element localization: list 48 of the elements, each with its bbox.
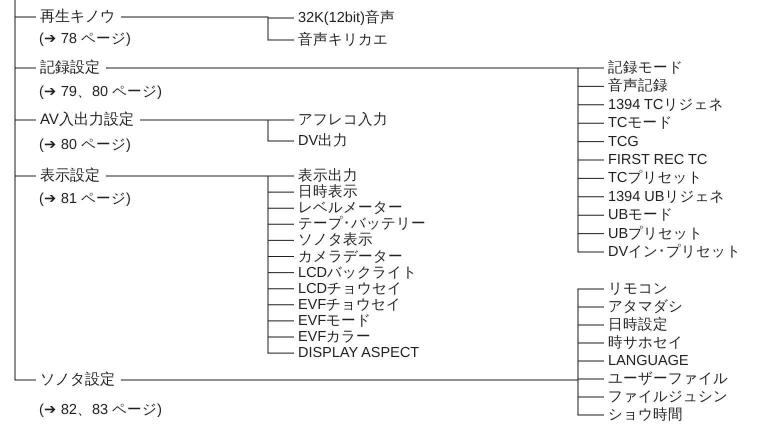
menu-item: カメラデーター — [298, 248, 403, 266]
menu-item: 32K(12bit)音声 — [298, 9, 395, 27]
menu-item: FIRST REC TC — [608, 151, 708, 169]
menu-heading: ソノタ設定 — [40, 371, 115, 389]
page-reference: (➔ 81 ページ) — [39, 190, 131, 208]
menu-item: DISPLAY ASPECT — [298, 344, 420, 362]
menu-item: EVFカラー — [298, 328, 372, 346]
menu-heading: 記録設定 — [40, 59, 100, 77]
tree-line — [120, 380, 604, 416]
page-reference: (➔ 80 ページ) — [39, 136, 131, 154]
menu-item: 音声記録 — [608, 77, 668, 96]
menu-item: DVイン･プリセット — [608, 243, 742, 261]
menu-item: 表示出力 — [298, 167, 358, 185]
menu-item: LANGUAGE — [608, 352, 689, 370]
menu-item: TCプリセット — [608, 169, 702, 188]
page-reference: (➔ 78 ページ) — [39, 30, 131, 48]
menu-heading: 再生キノウ — [40, 8, 115, 26]
menu-item: アフレコ入力 — [298, 111, 388, 129]
menu-item: TCG — [608, 132, 639, 151]
tree-line — [14, 0, 36, 380]
menu-heading: AV入出力設定 — [40, 111, 134, 129]
menu-item: 日時表示 — [298, 183, 358, 202]
menu-item: 音声キリカエ — [298, 31, 388, 49]
menu-item: LCDチョウセイ — [298, 280, 402, 298]
page-reference: (➔ 79、80 ページ) — [39, 83, 162, 101]
menu-item: EVFチョウセイ — [298, 296, 402, 314]
page-reference: (➔ 82、83 ページ) — [39, 401, 162, 419]
menu-item: 記録モード — [608, 59, 683, 77]
menu-item: LCDバックライト — [298, 264, 418, 282]
menu-item: TCモード — [608, 114, 672, 132]
tree-line — [120, 16, 294, 40]
menu-item: UBモード — [608, 206, 674, 224]
menu-item: ファイルジュシン — [608, 388, 728, 406]
menu-item: アタマダシ — [608, 298, 683, 316]
menu-heading: 表示設定 — [40, 167, 100, 185]
menu-item: テープ･バッテリー — [298, 215, 426, 234]
menu-item: 1394 TCリジェネ — [608, 96, 724, 114]
menu-item: 1394 UBリジェネ — [608, 188, 724, 206]
menu-item: リモコン — [608, 280, 668, 298]
menu-item: ユーザーファイル — [608, 370, 728, 388]
menu-item: 時サホセイ — [608, 334, 683, 352]
menu-item: ソノタ表示 — [298, 231, 373, 250]
menu-item: UBプリセット — [608, 224, 704, 243]
menu-item: EVFモード — [298, 312, 372, 330]
menu-item: ショウ時間 — [608, 406, 683, 424]
menu-item: DV出力 — [298, 132, 348, 150]
menu-item: 日時設定 — [608, 316, 668, 334]
tree-line — [140, 120, 294, 142]
